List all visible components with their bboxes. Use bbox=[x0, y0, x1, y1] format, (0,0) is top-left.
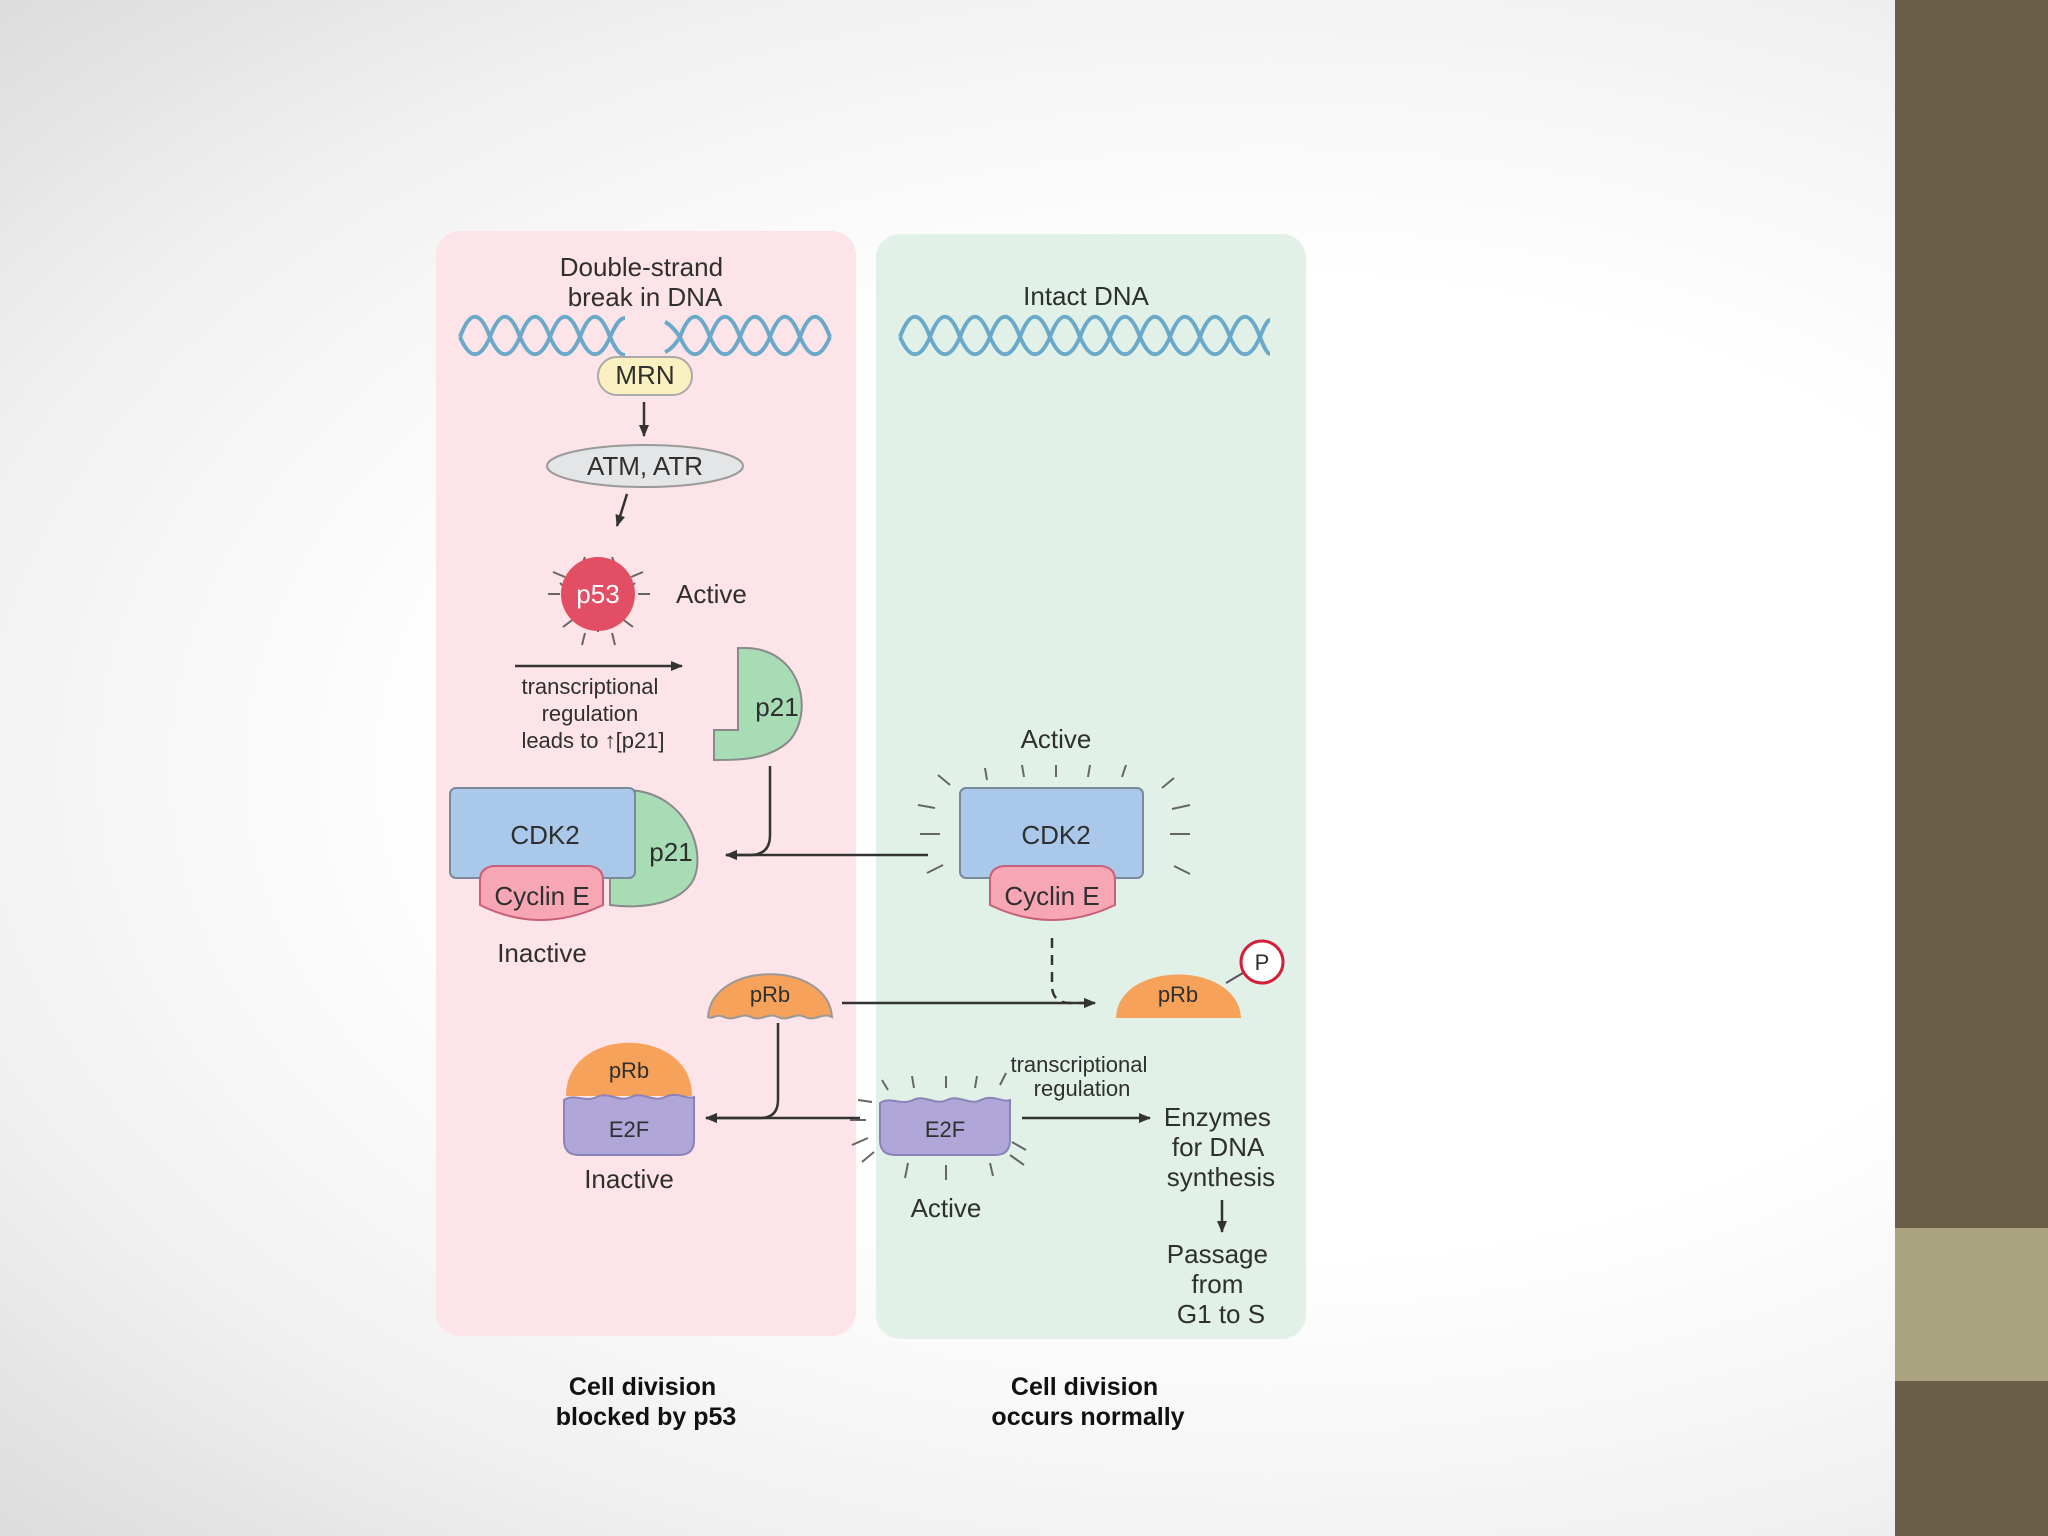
mrn-protein bbox=[597, 356, 693, 396]
broken-dna-helix bbox=[458, 315, 832, 357]
bound-prb-protein bbox=[566, 1042, 692, 1096]
intact-dna-helix bbox=[898, 315, 1271, 357]
bound-prb-label: pRb bbox=[609, 1058, 649, 1083]
complex-cyclin-e-protein bbox=[479, 865, 604, 921]
p21-protein bbox=[713, 647, 803, 762]
e2f-label: E2F bbox=[925, 1117, 965, 1142]
normal-caption: Cell division occurs normally bbox=[991, 1373, 1184, 1431]
cdk2-state-label: Active bbox=[1021, 724, 1092, 754]
normal-panel bbox=[876, 234, 1306, 1339]
cdk2-label: CDK2 bbox=[1021, 820, 1090, 850]
cdk2-activity-rays bbox=[917, 764, 1191, 875]
dna-break-label: Double-strand break in DNA bbox=[560, 252, 731, 312]
cyclin-e-label: Cyclin E bbox=[1004, 881, 1099, 911]
passage-label: Passage from G1 to S bbox=[1167, 1239, 1275, 1329]
bound-e2f-protein bbox=[563, 1093, 695, 1156]
phosphate-label: P bbox=[1255, 950, 1270, 975]
p53-protein bbox=[561, 557, 635, 631]
prb-protein bbox=[706, 973, 834, 1020]
enzymes-label: Enzymes for DNA synthesis bbox=[1164, 1102, 1278, 1192]
atm-atr-protein bbox=[546, 444, 744, 488]
e2f-protein bbox=[879, 1096, 1011, 1156]
blocked-caption: Cell division blocked by p53 bbox=[556, 1373, 737, 1431]
prb-label: pRb bbox=[750, 982, 790, 1007]
p53-state-label: Active bbox=[676, 579, 747, 609]
atm-atr-label: ATM, ATR bbox=[587, 451, 703, 481]
arrow-cdk2-phosphorylates-prb bbox=[1050, 938, 1096, 1008]
e2f-activity-rays bbox=[850, 1072, 1027, 1180]
complex-cdk2-label: CDK2 bbox=[510, 820, 579, 850]
complex-cyclin-e-label: Cyclin E bbox=[494, 881, 589, 911]
p21-label: p21 bbox=[755, 692, 798, 722]
arrow-atm-to-p53 bbox=[615, 493, 629, 527]
cyclin-e-protein bbox=[989, 865, 1116, 921]
intact-dna-label: Intact DNA bbox=[1023, 281, 1149, 311]
bound-e2f-label: E2F bbox=[609, 1117, 649, 1142]
e2f-state-label: Active bbox=[911, 1193, 982, 1223]
complex-p21-label: p21 bbox=[649, 837, 692, 867]
phospho-prb-protein bbox=[1116, 974, 1241, 1018]
phospho-prb-label: pRb bbox=[1158, 982, 1198, 1007]
e2f-regulation-label: transcriptional regulation bbox=[1010, 1052, 1153, 1101]
phosphate-group bbox=[1239, 939, 1285, 985]
p53-label: p53 bbox=[576, 579, 619, 609]
complex-state-label: Inactive bbox=[497, 938, 587, 968]
bound-state-label: Inactive bbox=[584, 1164, 674, 1194]
mrn-label: MRN bbox=[615, 360, 674, 390]
p21-regulation-label: transcriptional regulation leads to ↑[p2… bbox=[521, 674, 664, 753]
blocked-panel bbox=[436, 231, 856, 1336]
slide-side-bar-accent bbox=[1895, 1228, 2048, 1381]
